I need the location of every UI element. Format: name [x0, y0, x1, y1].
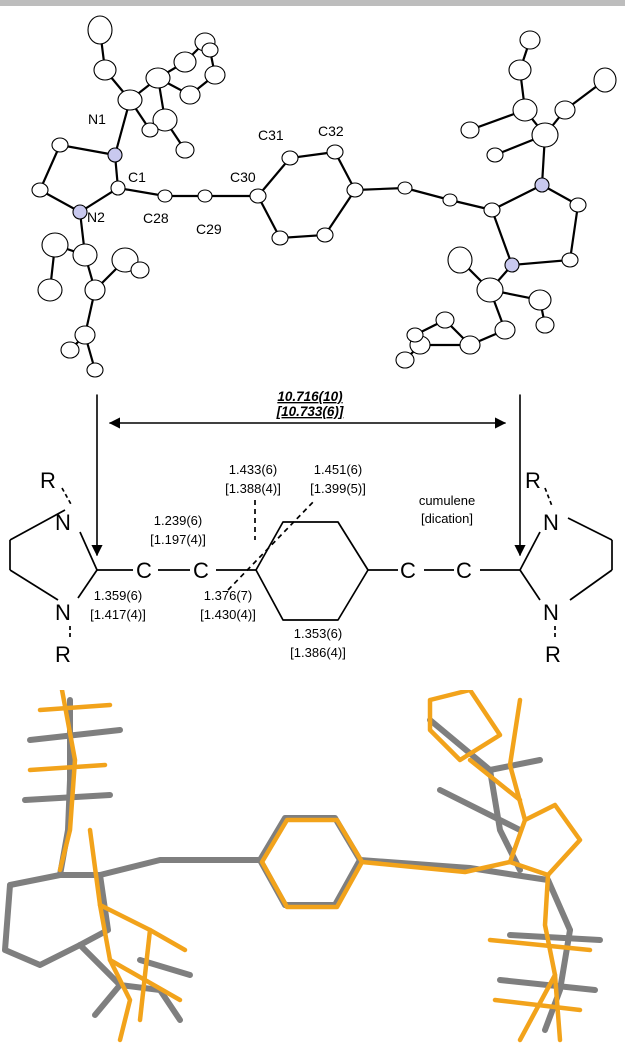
bond-label-6a: 1.353(6): [294, 626, 342, 641]
left-n-top: N: [55, 510, 71, 535]
note-dication: [dication]: [421, 511, 473, 526]
atom-label-c1: C1: [128, 169, 146, 185]
ortep-bonds: [38, 28, 607, 372]
atom-label-c29: C29: [196, 221, 222, 237]
left-ring-skeleton: [9, 487, 133, 640]
bond-label-1a: 1.239(6): [154, 513, 202, 528]
atom-label-c30: C30: [230, 169, 256, 185]
right-r-top: R: [525, 468, 541, 493]
distance-value-alt: [10.733(6)]: [276, 404, 344, 419]
atom-label-c28: C28: [143, 210, 169, 226]
right-ring-skeleton: [519, 487, 613, 640]
left-r-bottom: R: [55, 642, 71, 667]
ortep-atoms: [31, 15, 617, 378]
top-border-bar: [0, 0, 625, 6]
bond-label-4a: 1.359(6): [94, 588, 142, 603]
bond-label-6b: [1.386(4)]: [290, 645, 346, 660]
distance-value: 10.716(10): [277, 389, 343, 404]
bond-label-5a: 1.376(7): [204, 588, 252, 603]
atom-label-c32: C32: [318, 123, 344, 139]
ortep-structure: N1 N2 C1 C28 C29 C30 C31 C32: [31, 15, 617, 378]
line-scheme: 10.716(10) [10.733(6)] R N N R C C C C: [9, 389, 613, 667]
right-c1: C: [400, 558, 416, 583]
bond-label-2b: [1.388(4)]: [225, 481, 281, 496]
bond-label-4b: [1.417(4)]: [90, 607, 146, 622]
overlay-orange-structure: [27, 690, 593, 1043]
left-n-bottom: N: [55, 600, 71, 625]
left-r-top: R: [40, 468, 56, 493]
note-cumulene: cumulene: [419, 493, 475, 508]
bond-label-1b: [1.197(4)]: [150, 532, 206, 547]
structure-overlay: [2, 690, 603, 1043]
bond-label-3a: 1.451(6): [314, 462, 362, 477]
right-r-bottom: R: [545, 642, 561, 667]
atom-label-n2: N2: [87, 209, 105, 225]
atom-label-n1: N1: [88, 111, 106, 127]
distance-arrows: [91, 394, 526, 557]
right-n-bottom: N: [543, 600, 559, 625]
right-n-top: N: [543, 510, 559, 535]
bond-label-5b: [1.430(4)]: [200, 607, 256, 622]
left-c2: C: [193, 558, 209, 583]
bond-label-2a: 1.433(6): [229, 462, 277, 477]
right-c2: C: [456, 558, 472, 583]
atom-label-c31: C31: [258, 127, 284, 143]
ortep-atom-labels: N1 N2 C1 C28 C29 C30 C31 C32: [87, 111, 344, 237]
bond-label-3b: [1.399(5)]: [310, 481, 366, 496]
left-c1: C: [136, 558, 152, 583]
